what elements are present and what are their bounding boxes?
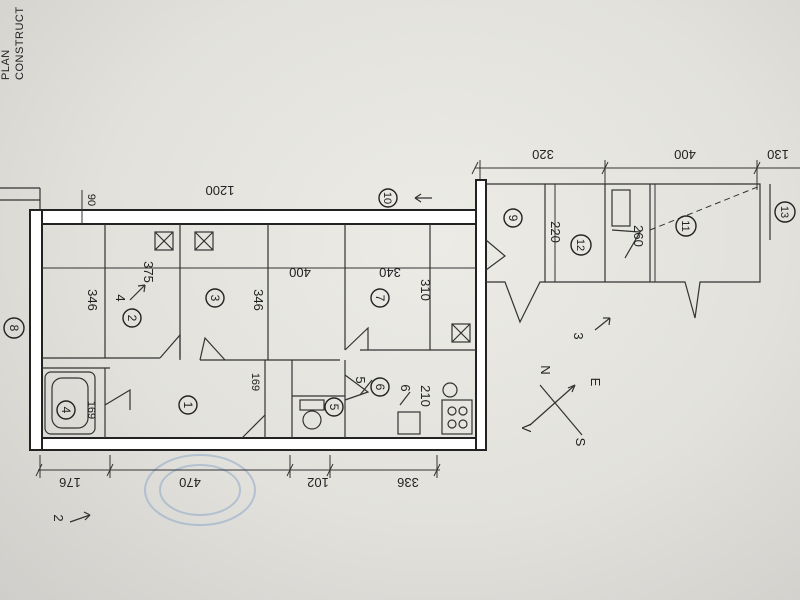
interior-dimension-lines bbox=[42, 184, 656, 282]
compass-e: E bbox=[588, 378, 603, 387]
room-label-6: 6 bbox=[373, 384, 387, 391]
dim-346-b: 346 bbox=[251, 289, 266, 311]
toilet-icon bbox=[302, 410, 322, 430]
dim-90: 90 bbox=[85, 194, 97, 206]
dim-375: 375 bbox=[141, 261, 156, 283]
dim-340: 340 bbox=[379, 265, 401, 280]
room-label-3: 3 bbox=[208, 295, 222, 302]
room-label-13: 13 bbox=[778, 206, 790, 218]
view-arrows bbox=[69, 193, 611, 523]
room-label-8: 8 bbox=[7, 325, 21, 332]
dim-bottom-102: 102 bbox=[307, 475, 329, 490]
dim-bottom-176: 176 bbox=[59, 475, 81, 490]
arrow-label-3: 3 bbox=[571, 332, 586, 339]
dim-210: 210 bbox=[418, 385, 433, 407]
dim-220: 220 bbox=[548, 221, 563, 243]
compass-s: S bbox=[573, 438, 588, 447]
room-label-1: 1 bbox=[181, 402, 195, 409]
walls bbox=[0, 179, 771, 451]
arrow-label-5: 5 bbox=[353, 376, 368, 383]
dim-top-320: 320 bbox=[532, 147, 554, 162]
room-circles bbox=[3, 188, 796, 420]
vent-icon-3 bbox=[451, 323, 471, 343]
room-label-7: 7 bbox=[373, 295, 387, 302]
room-label-9: 9 bbox=[506, 215, 520, 222]
top-dimension-line bbox=[471, 160, 800, 190]
room-label-5: 5 bbox=[327, 404, 341, 411]
dim-260: 260 bbox=[631, 225, 646, 247]
dim-top-130: 130 bbox=[767, 147, 789, 162]
fixtures bbox=[44, 231, 473, 435]
sink-icon bbox=[397, 411, 421, 435]
dim-bottom-336: 336 bbox=[397, 475, 419, 490]
dim-169-a: 169 bbox=[85, 401, 97, 419]
dim-169-b: 169 bbox=[249, 373, 261, 391]
room-label-10: 10 bbox=[381, 192, 393, 204]
compass-icon bbox=[529, 384, 583, 436]
vent-icon-2 bbox=[194, 231, 214, 251]
bathtub-icon bbox=[44, 371, 96, 435]
stove-icon bbox=[441, 399, 473, 435]
dim-width-1200: 1200 bbox=[206, 183, 235, 198]
room-label-12: 12 bbox=[574, 239, 586, 251]
compass-v: V bbox=[519, 424, 534, 433]
arrow-label-2: 2 bbox=[51, 514, 66, 521]
dim-310: 310 bbox=[418, 279, 433, 301]
door-swings bbox=[104, 229, 641, 439]
dim-top-400: 400 bbox=[674, 147, 696, 162]
room-label-11: 11 bbox=[679, 220, 691, 231]
room-label-2: 2 bbox=[125, 315, 139, 322]
dim-400: 400 bbox=[289, 265, 311, 280]
compass-n: N bbox=[538, 365, 553, 374]
dim-bottom-470: 470 bbox=[179, 475, 201, 490]
arrow-label-6: 6 bbox=[398, 384, 413, 391]
arrow-label-4: 4 bbox=[113, 294, 128, 301]
bottom-dimension-line bbox=[35, 455, 441, 478]
room-label-4: 4 bbox=[59, 407, 73, 414]
dim-346-a: 346 bbox=[85, 289, 100, 311]
stamp-mark bbox=[144, 454, 256, 526]
vent-icon-1 bbox=[154, 231, 174, 251]
